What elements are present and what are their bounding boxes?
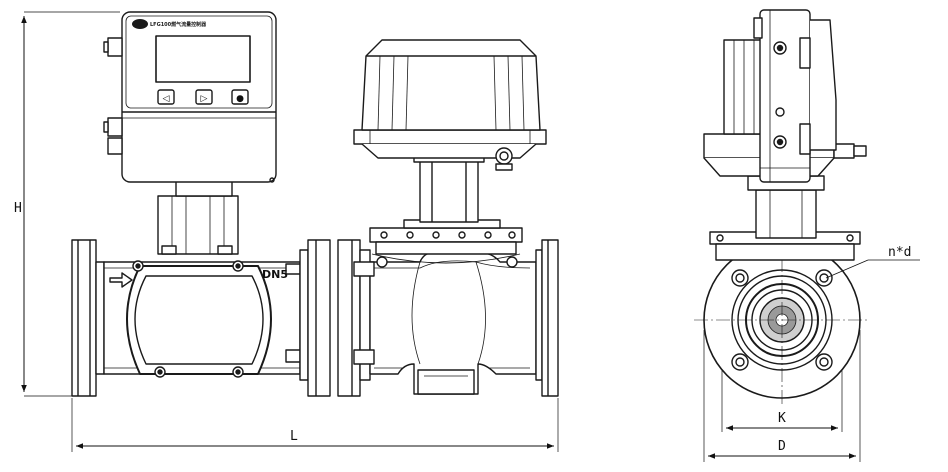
meter-neck	[157, 179, 239, 255]
side-controller	[753, 9, 837, 183]
side-body	[709, 175, 861, 261]
front-view	[71, 11, 559, 397]
side-flange	[694, 236, 870, 404]
actuator-stem	[413, 151, 485, 223]
valve-outlet-flange	[535, 239, 559, 397]
dim-label-l: L	[290, 429, 298, 444]
actuator-base	[353, 129, 547, 171]
actuator-housing	[361, 39, 541, 131]
left-arrow-icon: ◁	[163, 94, 170, 104]
meter-outlet-flange	[299, 239, 331, 397]
dimensions	[21, 11, 920, 462]
size-mark: DN5	[262, 268, 288, 281]
ok-button	[231, 89, 249, 105]
dim-label-nd: n*d	[888, 245, 911, 260]
valve-bonnet	[369, 219, 523, 264]
dim-label-h: H	[14, 201, 22, 216]
valve-body	[353, 251, 537, 395]
right-arrow-icon: ▷	[201, 94, 208, 104]
flowmeter-body	[103, 260, 301, 378]
controller-head	[103, 11, 277, 183]
right-button	[195, 89, 213, 105]
dim-label-k: K	[778, 411, 786, 426]
panel-title: LFG100燃气流量控制器	[150, 21, 207, 28]
inlet-flange	[71, 239, 105, 397]
dim-label-d: D	[778, 439, 786, 454]
side-view	[694, 9, 870, 404]
ok-icon: ●	[236, 94, 244, 104]
labels: H L K D n*d DN5 LFG100燃气流量控制器 ◁ ▷ ●	[14, 21, 911, 454]
left-button	[157, 89, 175, 105]
